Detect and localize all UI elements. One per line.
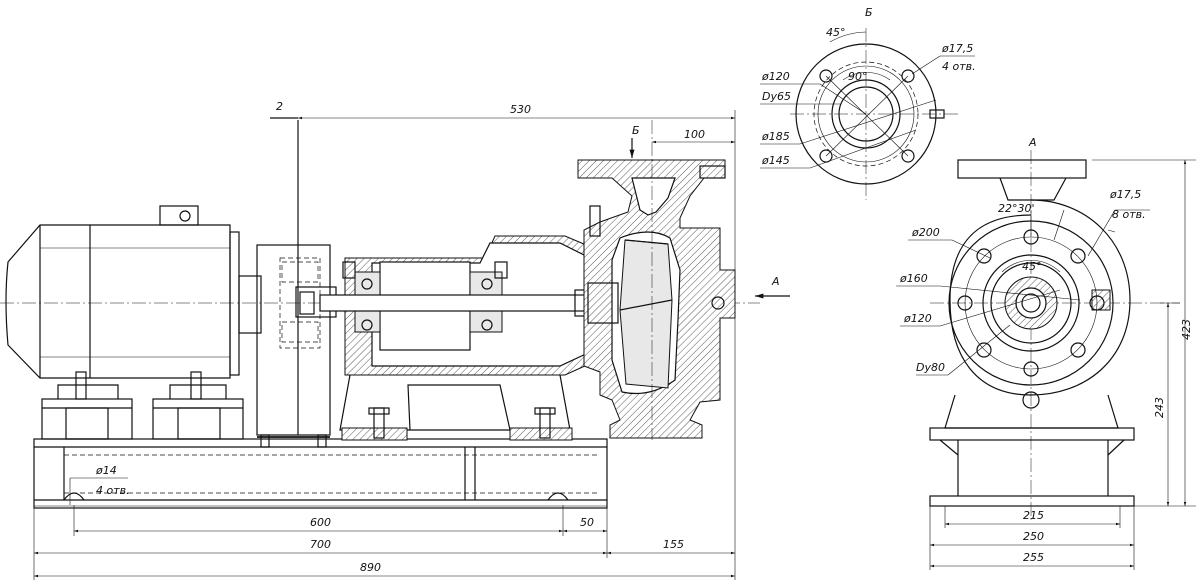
view-a-hole-diameter: ø17,5 bbox=[1109, 188, 1141, 201]
view-a-angle-45: 45° bbox=[1022, 260, 1042, 273]
bearing-frame bbox=[339, 235, 599, 431]
view-b-arrow: Б bbox=[629, 124, 640, 158]
section-mark-2: 2 bbox=[270, 100, 299, 435]
hole-count-label: 4 отв. bbox=[96, 484, 130, 497]
dim-155-label: 155 bbox=[663, 538, 684, 551]
pump-casing bbox=[577, 120, 736, 440]
hole-diameter-label: ø14 bbox=[95, 464, 117, 477]
view-a-arrow-label: А bbox=[771, 275, 780, 288]
view-a-d120: ø120 bbox=[903, 312, 932, 325]
view-a-angle-22-30: 22°30' bbox=[998, 202, 1035, 215]
view-a-dy80: Dy80 bbox=[916, 361, 945, 374]
dim-50-label: 50 bbox=[580, 516, 594, 529]
dim-890-label: 890 bbox=[360, 561, 381, 574]
view-b-d145: ø145 bbox=[761, 154, 790, 167]
view-a-d200: ø200 bbox=[911, 226, 940, 239]
view-a-arrow: А bbox=[755, 275, 790, 299]
view-a-w255: 255 bbox=[1023, 551, 1044, 564]
view-b-dy65: Dy65 bbox=[762, 90, 791, 103]
frame-feet bbox=[341, 407, 573, 441]
dim-100: 100 bbox=[652, 128, 735, 144]
view-a-w215: 215 bbox=[1023, 509, 1044, 522]
dim-530-label: 530 bbox=[510, 103, 531, 116]
dim-700-label: 700 bbox=[310, 538, 331, 551]
view-a-title: А bbox=[1028, 136, 1037, 149]
dim-100-label: 100 bbox=[684, 128, 705, 141]
view-b-angle-90: 90° bbox=[848, 70, 868, 83]
view-b-d120: ø120 bbox=[761, 70, 790, 83]
flange-view-b: Б 45° 90° ø17,5 4 отв. ø120 Dy65 ø185 bbox=[760, 6, 976, 200]
side-view: 2 bbox=[0, 100, 790, 580]
baseplate bbox=[33, 438, 608, 509]
view-a-w250: 250 bbox=[1023, 530, 1044, 543]
electric-motor bbox=[5, 205, 262, 379]
dim-600-label: 600 bbox=[310, 516, 331, 529]
view-a-d160: ø160 bbox=[899, 272, 928, 285]
view-b-d185: ø185 bbox=[761, 130, 790, 143]
view-b-hole-diameter: ø17,5 bbox=[941, 42, 973, 55]
hole-note-d14: ø14 4 отв. bbox=[69, 464, 130, 505]
view-b-hole-count: 4 отв. bbox=[942, 60, 976, 73]
coupling-guard bbox=[256, 244, 337, 448]
view-b-angle-45: 45° bbox=[826, 26, 846, 39]
section-mark-2-label: 2 bbox=[276, 100, 283, 113]
view-a-h423: 423 bbox=[1180, 319, 1193, 340]
flange-bolt-holes bbox=[957, 229, 1105, 377]
view-b-arrow-label: Б bbox=[632, 124, 640, 137]
view-a-hole-count: 8 отв. bbox=[1112, 208, 1146, 221]
view-a-h243: 243 bbox=[1153, 397, 1166, 418]
view-b-title: Б bbox=[865, 6, 873, 19]
bottom-dimensions: 600 50 700 155 890 bbox=[33, 318, 736, 580]
end-view-a: А 45° 22°30' bbox=[896, 136, 1196, 570]
motor-feet bbox=[41, 371, 244, 440]
